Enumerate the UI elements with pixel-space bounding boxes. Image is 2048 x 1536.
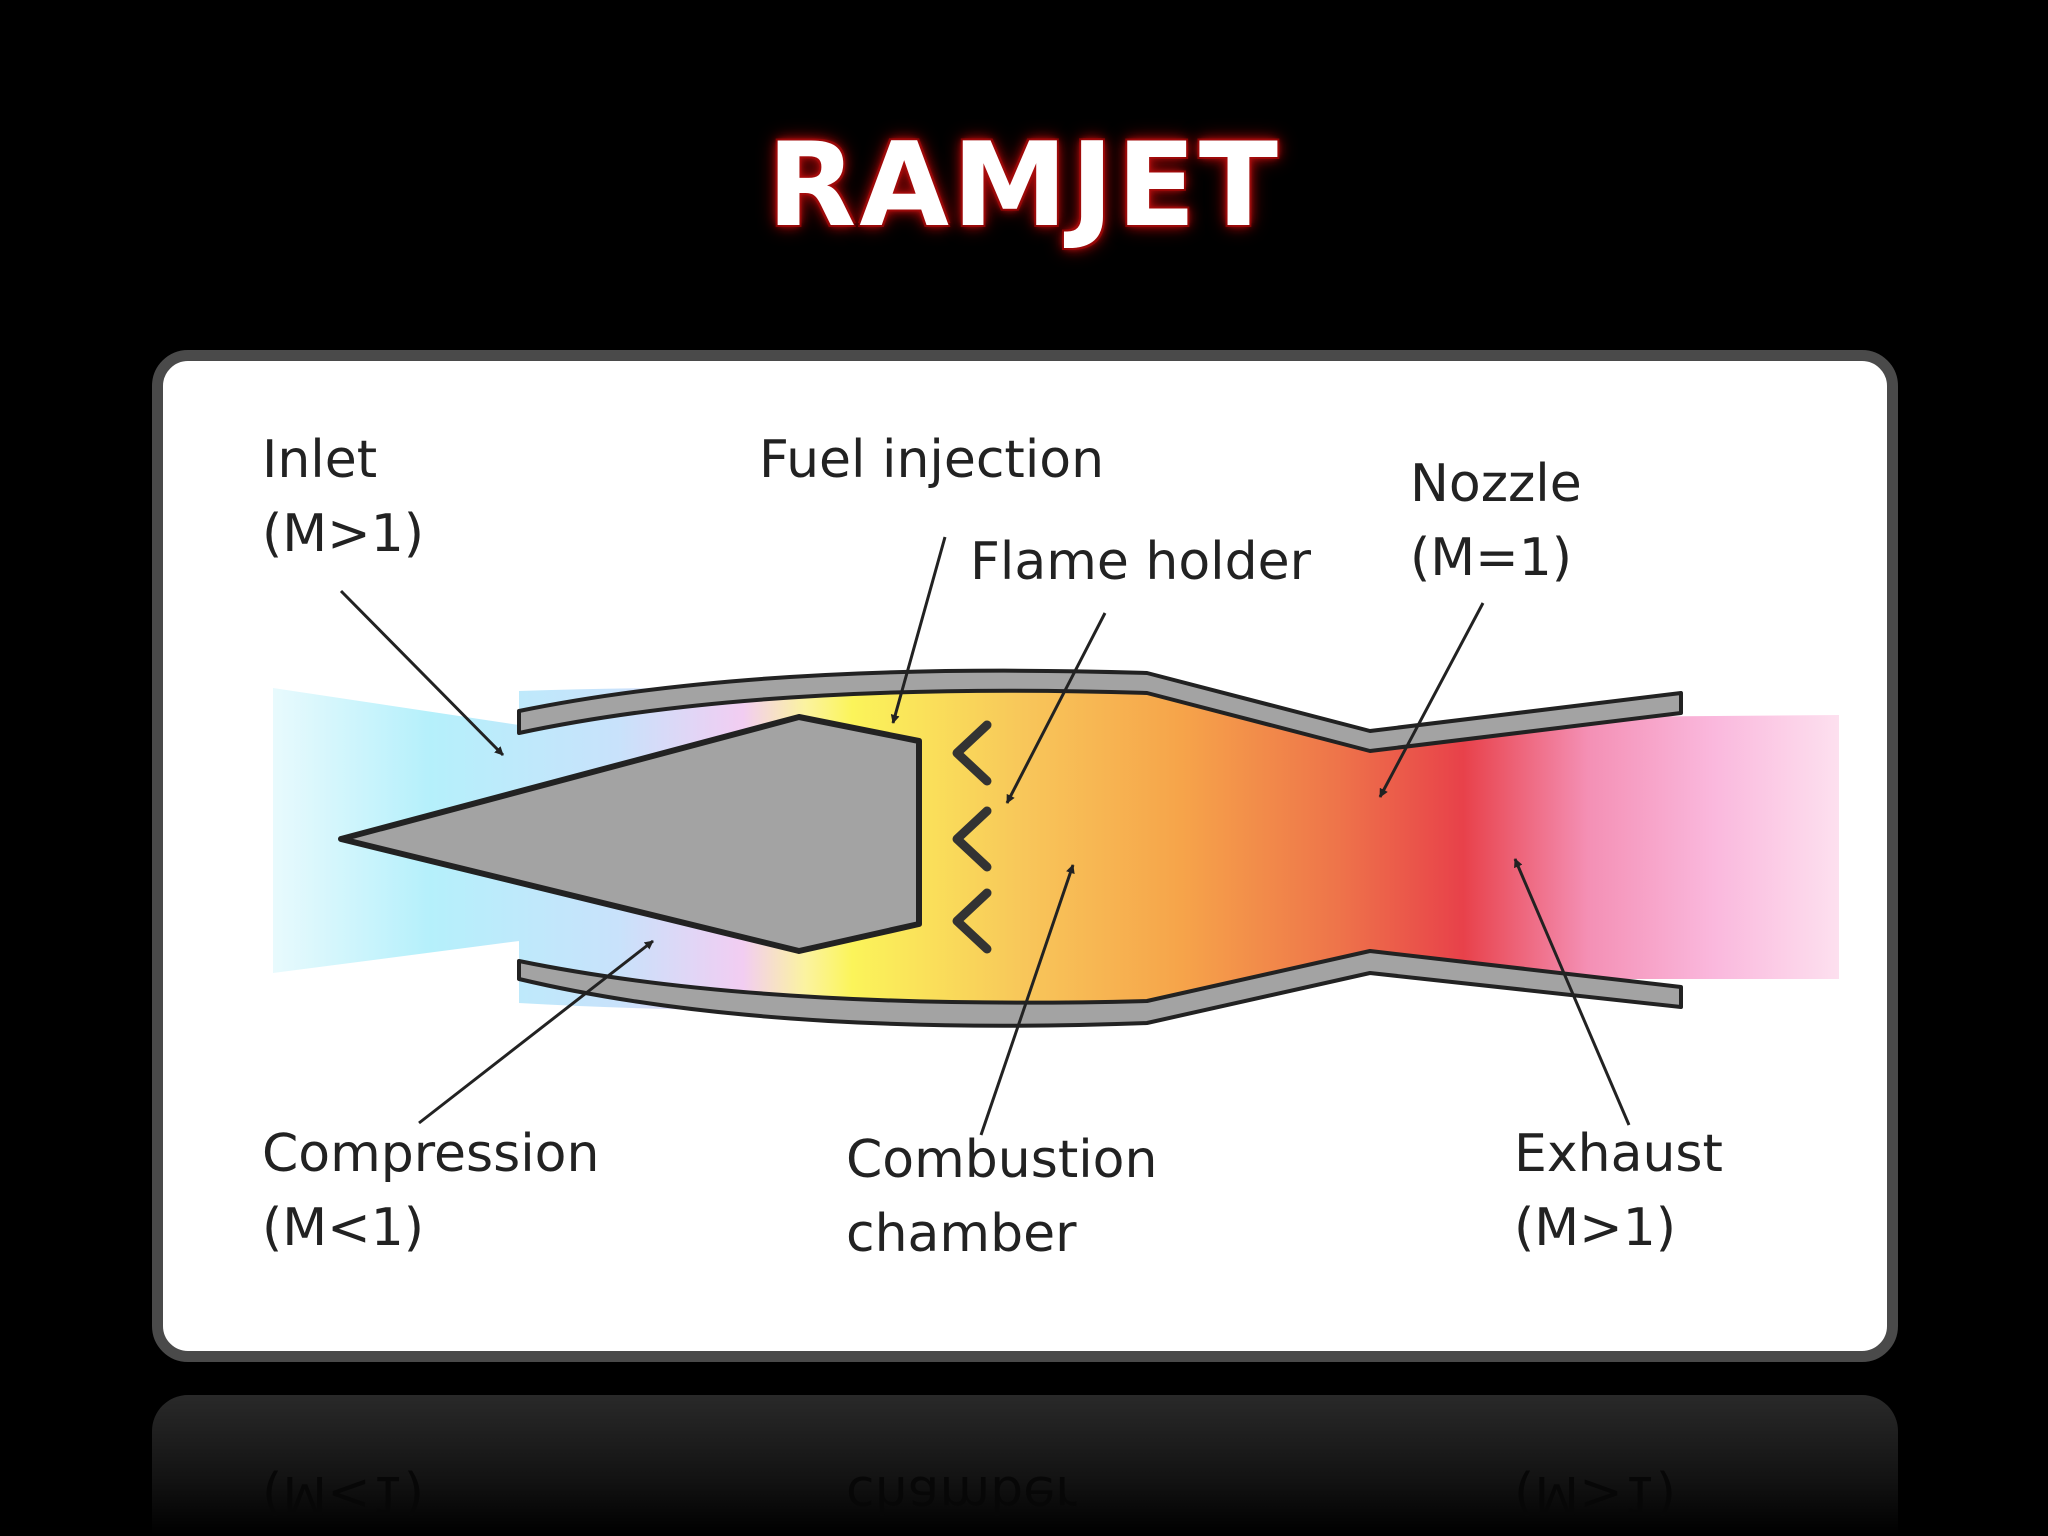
label-inlet: Inlet (M>1) bbox=[262, 423, 424, 571]
center-body-spike bbox=[338, 714, 922, 954]
reflection-text-left: (M<1) bbox=[262, 1464, 425, 1524]
arrow-flame-holder bbox=[1005, 612, 1107, 804]
label-combustion-line1: Combustion bbox=[846, 1130, 1158, 1190]
label-fuel-injection: Fuel injection bbox=[759, 423, 1104, 497]
flame-holder-top bbox=[952, 720, 992, 786]
arrow-exhaust bbox=[1513, 858, 1631, 1126]
label-exhaust-line1: Exhaust bbox=[1514, 1124, 1723, 1184]
arrow-nozzle bbox=[1378, 602, 1485, 798]
label-combustion-chamber: Combustion chamber bbox=[846, 1123, 1157, 1271]
arrow-compression bbox=[418, 939, 654, 1125]
label-inlet-line2: (M>1) bbox=[262, 504, 425, 564]
label-exhaust-line2: (M>1) bbox=[1514, 1198, 1677, 1258]
label-exhaust: Exhaust (M>1) bbox=[1514, 1117, 1723, 1265]
label-fuel-injection-text: Fuel injection bbox=[759, 430, 1105, 490]
arrow-fuel-injection bbox=[890, 536, 947, 724]
label-combustion-line2: chamber bbox=[846, 1204, 1077, 1264]
diagram-card: Inlet (M>1) Fuel injection Flame holder … bbox=[152, 350, 1898, 1362]
flame-holder-middle bbox=[952, 806, 992, 872]
label-inlet-line1: Inlet bbox=[262, 430, 378, 490]
label-nozzle-line2: (M=1) bbox=[1410, 528, 1573, 588]
reflection-surface bbox=[152, 1395, 1898, 1536]
reflection-text-center: chamber bbox=[846, 1464, 1077, 1524]
label-compression: Compression (M<1) bbox=[262, 1117, 599, 1265]
reflection-text-right: (M>1) bbox=[1514, 1464, 1677, 1524]
diagram-title: RAMJET bbox=[766, 118, 1282, 253]
upper-cowl bbox=[517, 668, 1683, 753]
flame-holder-bottom bbox=[952, 888, 992, 954]
label-flame-holder-text: Flame holder bbox=[970, 532, 1311, 592]
lower-cowl bbox=[517, 949, 1683, 1028]
label-flame-holder: Flame holder bbox=[970, 525, 1311, 599]
label-nozzle: Nozzle (M=1) bbox=[1410, 447, 1582, 595]
label-compression-line1: Compression bbox=[262, 1124, 600, 1184]
card-reflection: (M<1) chamber (M>1) bbox=[152, 1395, 1898, 1536]
arrow-inlet bbox=[339, 589, 505, 757]
ramjet-diagram bbox=[273, 536, 1839, 1136]
arrow-combustion bbox=[979, 864, 1075, 1136]
label-compression-line2: (M<1) bbox=[262, 1198, 425, 1258]
label-nozzle-line1: Nozzle bbox=[1410, 454, 1582, 514]
